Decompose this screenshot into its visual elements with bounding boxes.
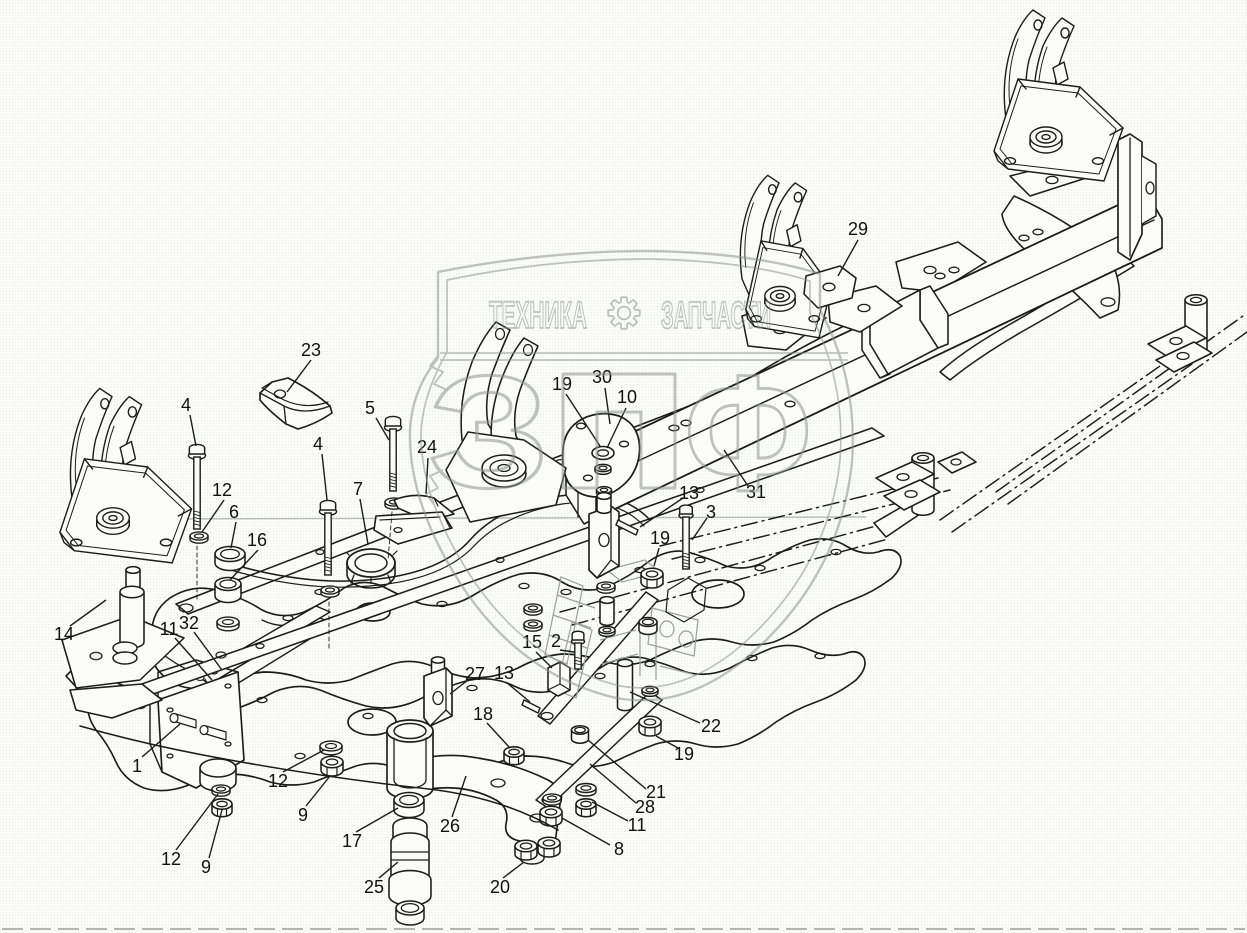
svg-text:7: 7 <box>353 479 363 499</box>
svg-text:4: 4 <box>313 434 323 454</box>
svg-text:17: 17 <box>342 831 362 851</box>
svg-text:20: 20 <box>490 877 510 897</box>
svg-text:19: 19 <box>674 744 694 764</box>
svg-text:З: З <box>428 342 550 521</box>
svg-text:14: 14 <box>54 624 74 644</box>
svg-text:9: 9 <box>298 805 308 825</box>
svg-text:2: 2 <box>551 631 561 651</box>
svg-text:Ф: Ф <box>684 341 812 525</box>
svg-text:23: 23 <box>301 340 321 360</box>
svg-text:5: 5 <box>365 398 375 418</box>
svg-text:32: 32 <box>179 613 199 633</box>
svg-text:12: 12 <box>161 849 181 869</box>
svg-text:13: 13 <box>679 483 699 503</box>
svg-text:6: 6 <box>229 502 239 522</box>
svg-text:10: 10 <box>617 387 637 407</box>
svg-text:8: 8 <box>614 839 624 859</box>
svg-text:3: 3 <box>706 502 716 522</box>
svg-text:1: 1 <box>132 756 142 776</box>
svg-text:ТЕХНИКА: ТЕХНИКА <box>489 295 587 337</box>
svg-text:28: 28 <box>635 797 655 817</box>
svg-text:12: 12 <box>268 771 288 791</box>
svg-text:18: 18 <box>473 704 493 724</box>
svg-text:25: 25 <box>364 877 384 897</box>
svg-text:4: 4 <box>181 395 191 415</box>
svg-text:19: 19 <box>650 528 670 548</box>
svg-text:21: 21 <box>646 782 666 802</box>
svg-text:11: 11 <box>628 815 647 835</box>
svg-text:11: 11 <box>160 619 179 639</box>
svg-text:9: 9 <box>201 857 211 877</box>
svg-text:26: 26 <box>440 816 460 836</box>
svg-text:12: 12 <box>212 480 232 500</box>
svg-text:13: 13 <box>494 663 514 683</box>
svg-text:31: 31 <box>746 482 766 502</box>
svg-text:29: 29 <box>848 219 868 239</box>
svg-text:22: 22 <box>701 716 721 736</box>
svg-text:ЗАПЧАСТИ: ЗАПЧАСТИ <box>661 295 771 337</box>
svg-text:27: 27 <box>465 664 485 684</box>
svg-text:30: 30 <box>592 367 612 387</box>
svg-text:16: 16 <box>247 530 267 550</box>
